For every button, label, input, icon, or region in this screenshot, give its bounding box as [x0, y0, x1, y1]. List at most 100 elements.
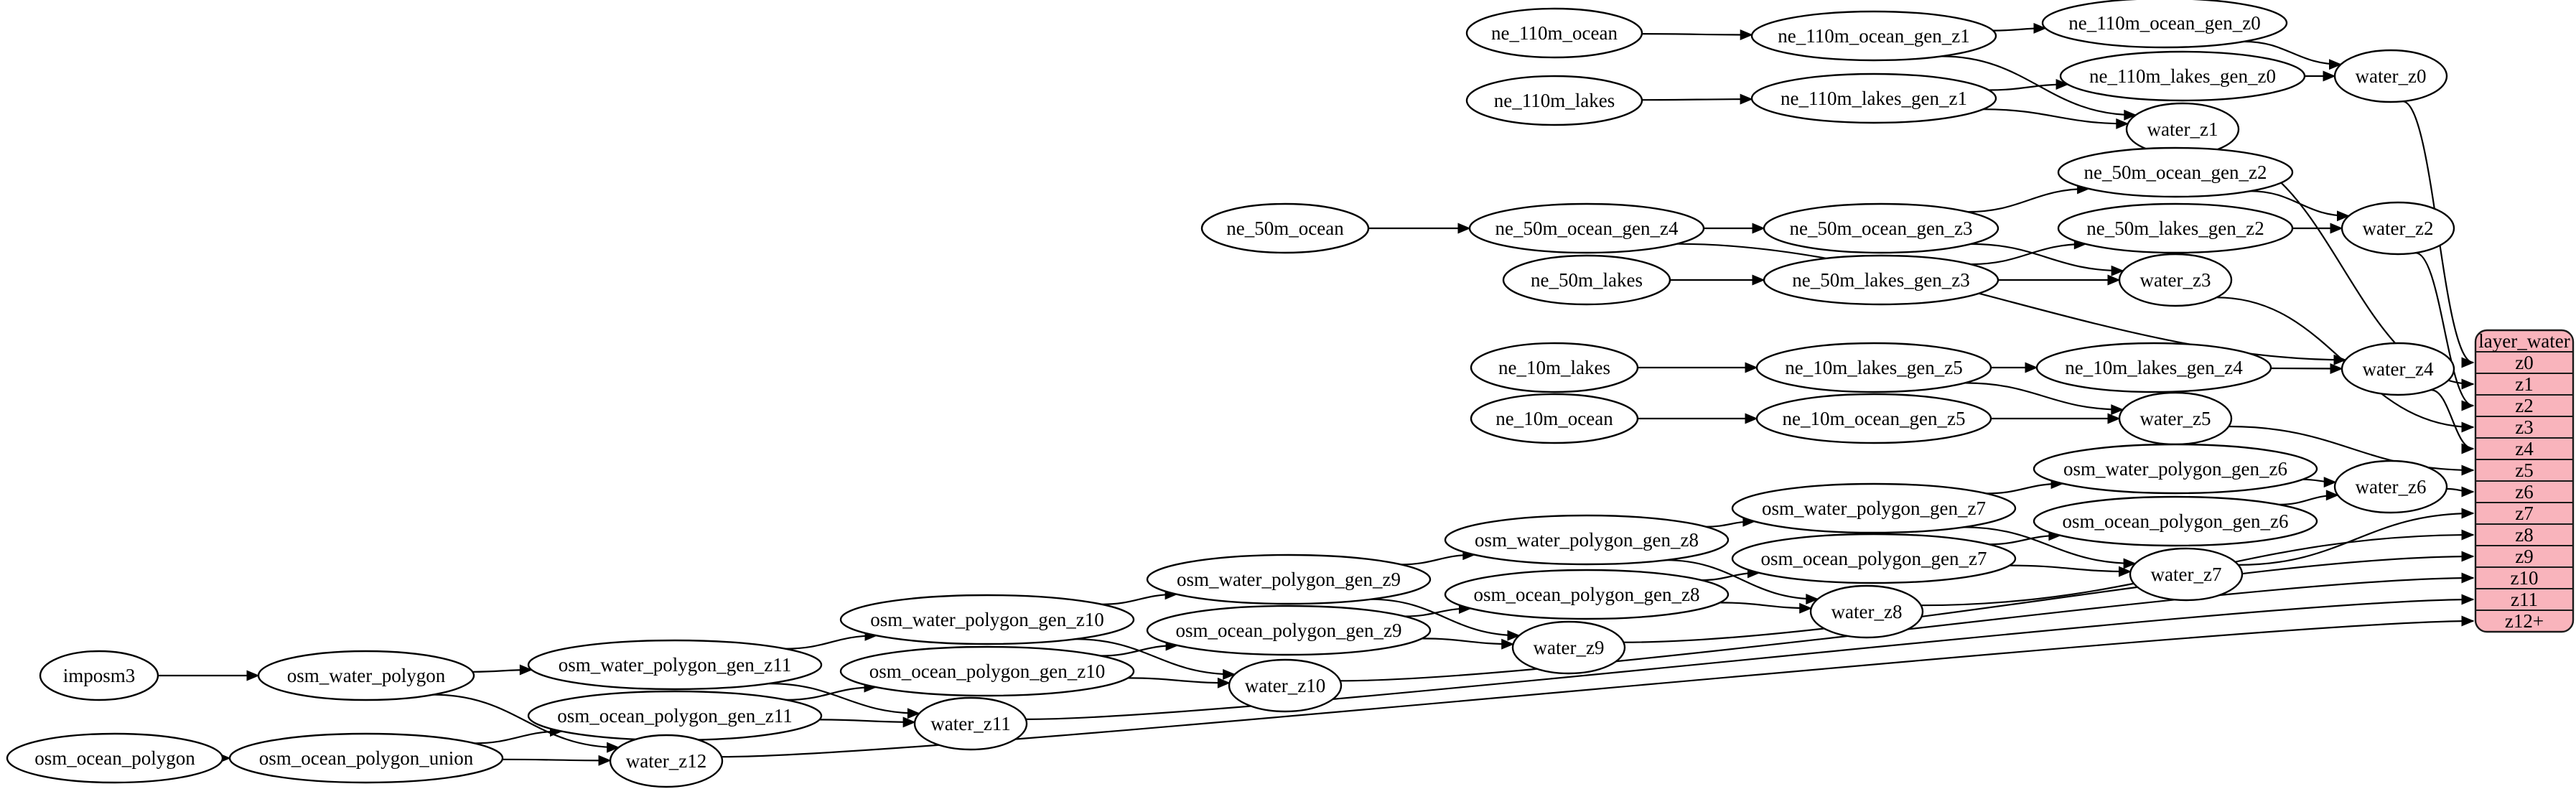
node-ellipse-osm_ocean_polygon_gen_z10 [839, 645, 1135, 697]
node-ellipse-water_z6 [2333, 459, 2448, 514]
node-ellipse-ne_50m_ocean_gen_z3 [1763, 202, 1999, 254]
node-ellipse-water_z11 [913, 696, 1028, 751]
node-osm_ocean_polygon_gen_z8: osm_ocean_polygon_gen_z8 [1444, 569, 1730, 620]
node-ellipse-water_z8 [1809, 584, 1924, 639]
node-water_z2: water_z2 [2341, 201, 2455, 256]
node-label-osm_water_polygon_gen_z10: osm_water_polygon_gen_z10 [870, 609, 1103, 630]
edge-water_z9-to-layer_water-z9 [1623, 551, 2475, 643]
node-label-osm_ocean_polygon_gen_z7: osm_ocean_polygon_gen_z7 [1761, 548, 1987, 569]
edge-osm_water_polygon_gen_z9-to-water_z9 [1370, 598, 1521, 641]
edge-osm_water_polygon_gen_z8-to-osm_water_polygon_gen_z7 [1706, 515, 1756, 528]
table-row-z0: z0 [2515, 352, 2533, 373]
node-label-ne_50m_lakes_gen_z2: ne_50m_lakes_gen_z2 [2086, 218, 2264, 239]
node-ellipse-ne_110m_lakes_gen_z0 [2059, 50, 2306, 102]
edge-osm_water_polygon_gen_z7-to-osm_water_polygon_gen_z6 [1986, 478, 2064, 495]
node-ellipse-ne_110m_ocean_gen_z0 [2041, 0, 2288, 49]
edge-water_z5-to-layer_water-z5 [2229, 425, 2475, 476]
node-water_z10: water_z10 [1228, 658, 1343, 713]
node-osm_ocean_polygon_gen_z6: osm_ocean_polygon_gen_z6 [2033, 495, 2318, 547]
node-ellipse-water_z10 [1228, 658, 1343, 713]
edge-osm_water_polygon_gen_z6-to-water_z6 [2302, 477, 2337, 488]
node-osm_water_polygon: osm_water_polygon [257, 650, 475, 701]
node-label-ne_10m_lakes_gen_z4: ne_10m_lakes_gen_z4 [2065, 357, 2243, 378]
node-water_z1: water_z1 [2125, 102, 2240, 157]
node-label-ne_50m_lakes_gen_z3: ne_50m_lakes_gen_z3 [1792, 269, 1969, 291]
node-ne_10m_ocean_gen_z5: ne_10m_ocean_gen_z5 [1755, 393, 1992, 444]
node-ellipse-osm_ocean_polygon_union [228, 732, 504, 784]
table-row-z12+: z12+ [2505, 610, 2544, 632]
node-ne_110m_lakes_gen_z0: ne_110m_lakes_gen_z0 [2059, 50, 2306, 102]
node-ellipse-osm_ocean_polygon [6, 732, 224, 784]
table-row-z3: z3 [2515, 416, 2533, 438]
node-label-ne_10m_lakes: ne_10m_lakes [1498, 357, 1610, 378]
edge-ne_110m_lakes_gen_z1-to-ne_110m_lakes_gen_z0 [1988, 79, 2069, 91]
node-ellipse-osm_water_polygon_gen_z6 [2033, 443, 2318, 495]
edge-osm_water_polygon_gen_z10-to-water_z10 [1075, 638, 1236, 680]
node-ellipse-osm_water_polygon_gen_z8 [1444, 514, 1730, 566]
node-label-water_z2: water_z2 [2363, 218, 2434, 239]
node-ellipse-ne_10m_ocean [1470, 393, 1639, 444]
edge-water_z11-to-layer_water-z11 [1025, 594, 2475, 720]
node-ellipse-ne_110m_lakes [1465, 75, 1643, 126]
node-water_z8: water_z8 [1809, 584, 1924, 639]
node-label-ne_50m_ocean_gen_z4: ne_50m_ocean_gen_z4 [1495, 218, 1679, 239]
node-ellipse-ne_110m_lakes_gen_z1 [1750, 73, 1997, 124]
node-ne_50m_lakes_gen_z2: ne_50m_lakes_gen_z2 [2057, 202, 2294, 254]
node-ne_50m_ocean_gen_z4: ne_50m_ocean_gen_z4 [1468, 202, 1705, 254]
table-row-z9: z9 [2515, 546, 2533, 567]
node-label-osm_water_polygon_gen_z7: osm_water_polygon_gen_z7 [1762, 498, 1986, 519]
node-osm_ocean_polygon_gen_z7: osm_ocean_polygon_gen_z7 [1731, 533, 2017, 584]
table-row-z8: z8 [2515, 524, 2533, 546]
node-ne_10m_lakes_gen_z5: ne_10m_lakes_gen_z5 [1755, 342, 1992, 393]
edge-ne_50m_lakes_gen_z3-to-ne_50m_lakes_gen_z2 [1970, 238, 2087, 266]
table-row-z2: z2 [2515, 395, 2533, 416]
edge-osm_water_polygon_gen_z9-to-osm_water_polygon_gen_z8 [1401, 549, 1476, 566]
node-ellipse-ne_50m_lakes [1502, 254, 1671, 306]
edge-ne_110m_lakes_gen_z1-to-water_z1 [1983, 108, 2129, 129]
node-ellipse-osm_ocean_polygon_gen_z7 [1731, 533, 2017, 584]
node-label-ne_110m_ocean_gen_z1: ne_110m_ocean_gen_z1 [1778, 25, 1969, 47]
node-water_z11: water_z11 [913, 696, 1028, 751]
node-osm_ocean_polygon_gen_z11: osm_ocean_polygon_gen_z11 [527, 690, 823, 742]
node-ne_10m_ocean: ne_10m_ocean [1470, 393, 1639, 444]
node-label-water_z3: water_z3 [2140, 269, 2211, 291]
table-row-z5: z5 [2515, 459, 2533, 481]
node-ellipse-ne_50m_ocean [1200, 202, 1370, 254]
node-label-ne_10m_ocean: ne_10m_ocean [1495, 408, 1613, 429]
edge-ne_110m_ocean_gen_z1-to-ne_110m_ocean_gen_z0 [1992, 22, 2047, 34]
node-ellipse-water_z4 [2341, 342, 2455, 396]
node-ne_110m_ocean: ne_110m_ocean [1465, 7, 1643, 59]
edge-ne_110m_lakes-to-ne_110m_lakes_gen_z1 [1641, 93, 1753, 105]
node-ellipse-osm_water_polygon_gen_z9 [1146, 554, 1432, 605]
node-water_z0: water_z0 [2333, 49, 2448, 103]
node-ellipse-ne_10m_lakes [1470, 342, 1639, 393]
node-label-water_z9: water_z9 [1534, 637, 1605, 658]
node-label-water_z1: water_z1 [2147, 118, 2218, 140]
node-ne_10m_lakes: ne_10m_lakes [1470, 342, 1639, 393]
node-imposm3: imposm3 [39, 650, 159, 701]
node-ne_110m_ocean_gen_z1: ne_110m_ocean_gen_z1 [1750, 10, 1997, 62]
node-water_z12: water_z12 [609, 734, 724, 788]
edge-water_z6-to-layer_water-z6 [2446, 486, 2475, 498]
node-osm_water_polygon_gen_z10: osm_water_polygon_gen_z10 [839, 594, 1135, 645]
node-ellipse-osm_ocean_polygon_gen_z9 [1146, 604, 1432, 656]
node-label-osm_water_polygon_gen_z11: osm_water_polygon_gen_z11 [559, 654, 791, 676]
node-water_z9: water_z9 [1511, 620, 1626, 675]
layer-water-table: layer_waterz0z1z2z3z4z5z6z7z8z9z10z11z12… [2474, 329, 2575, 633]
edge-osm_ocean_polygon_union-to-osm_ocean_polygon_gen_z11 [474, 726, 563, 744]
table-row-z6: z6 [2515, 481, 2533, 503]
node-label-osm_ocean_polygon_gen_z11: osm_ocean_polygon_gen_z11 [557, 705, 792, 727]
table-row-z4: z4 [2515, 438, 2534, 459]
node-ellipse-osm_ocean_polygon_gen_z8 [1444, 569, 1730, 620]
edge-osm_water_polygon_gen_z11-to-osm_water_polygon_gen_z10 [785, 630, 878, 650]
node-ellipse-ne_50m_lakes_gen_z3 [1763, 254, 1999, 306]
node-ne_110m_lakes: ne_110m_lakes [1465, 75, 1643, 126]
node-ne_10m_lakes_gen_z4: ne_10m_lakes_gen_z4 [2035, 342, 2272, 393]
node-label-water_z10: water_z10 [1245, 675, 1325, 696]
node-ellipse-ne_10m_lakes_gen_z5 [1755, 342, 1992, 393]
table-row-z11: z11 [2511, 589, 2538, 610]
node-label-osm_ocean_polygon_gen_z6: osm_ocean_polygon_gen_z6 [2063, 510, 2289, 532]
table-row-z10: z10 [2511, 567, 2539, 589]
node-ellipse-ne_110m_ocean_gen_z1 [1750, 10, 1997, 62]
node-ellipse-osm_ocean_polygon_gen_z6 [2033, 495, 2318, 547]
